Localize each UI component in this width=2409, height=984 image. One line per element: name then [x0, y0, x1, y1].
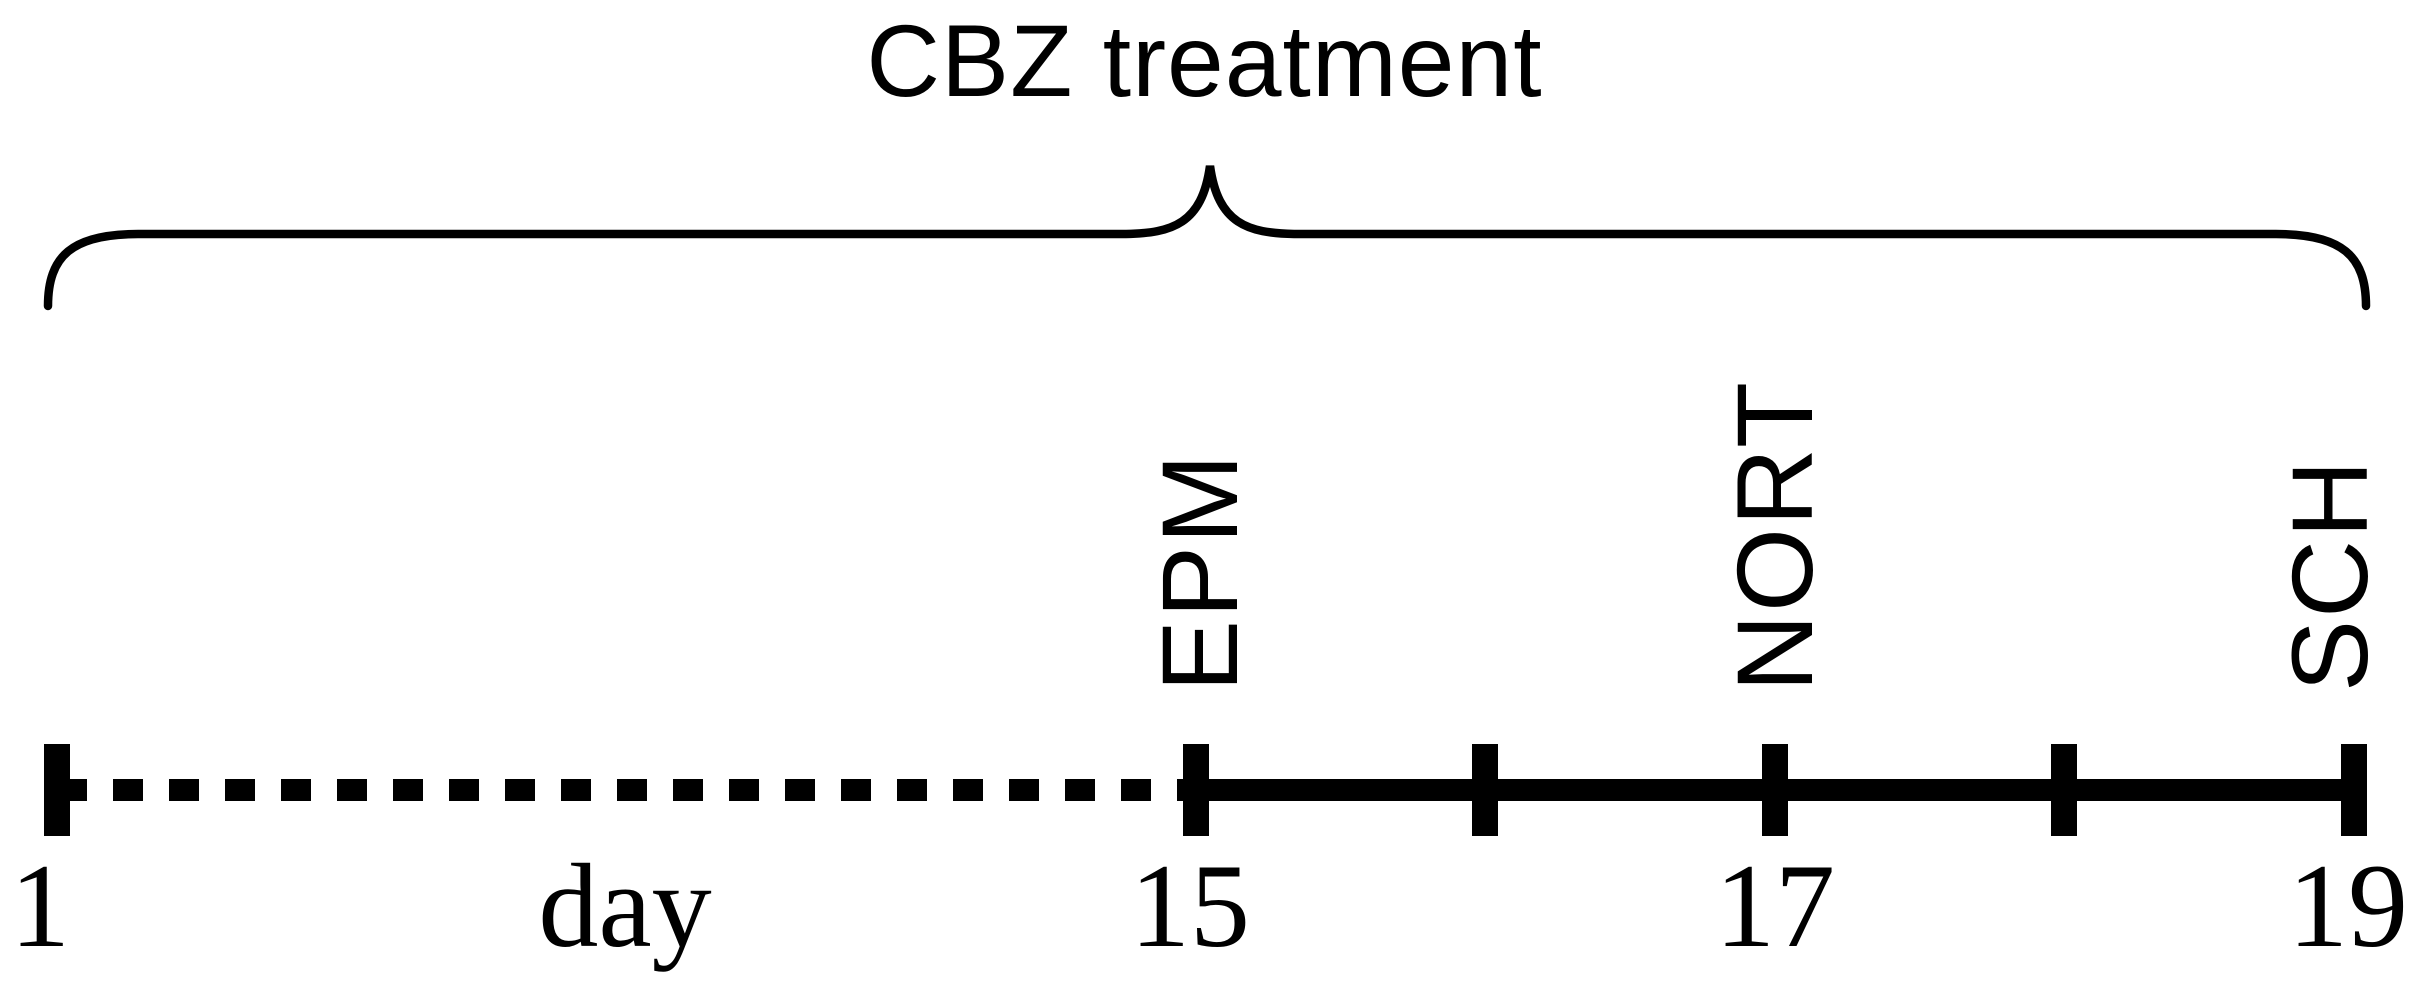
tick-label-day-19: 19 — [2288, 839, 2408, 972]
tick-label-day-15: 15 — [1130, 839, 1250, 972]
tick-day-18 — [2051, 744, 2077, 836]
event-label-nort: NORT — [1714, 379, 1835, 692]
event-label-epm: EPM — [1139, 451, 1260, 692]
tick-day-15 — [1183, 744, 1209, 836]
tick-label-day-1: 1 — [10, 839, 70, 972]
timeline-dashed-segment — [57, 779, 1196, 801]
tick-day-16 — [1472, 744, 1498, 836]
tick-day-19 — [2341, 744, 2367, 836]
tick-day-17 — [1762, 744, 1788, 836]
tick-label-day-17: 17 — [1715, 839, 1835, 972]
tick-day-1 — [44, 744, 70, 836]
figure-title: CBZ treatment — [866, 4, 1543, 118]
axis-label-day: day — [538, 839, 712, 972]
event-label-sch: SCH — [2269, 457, 2390, 692]
